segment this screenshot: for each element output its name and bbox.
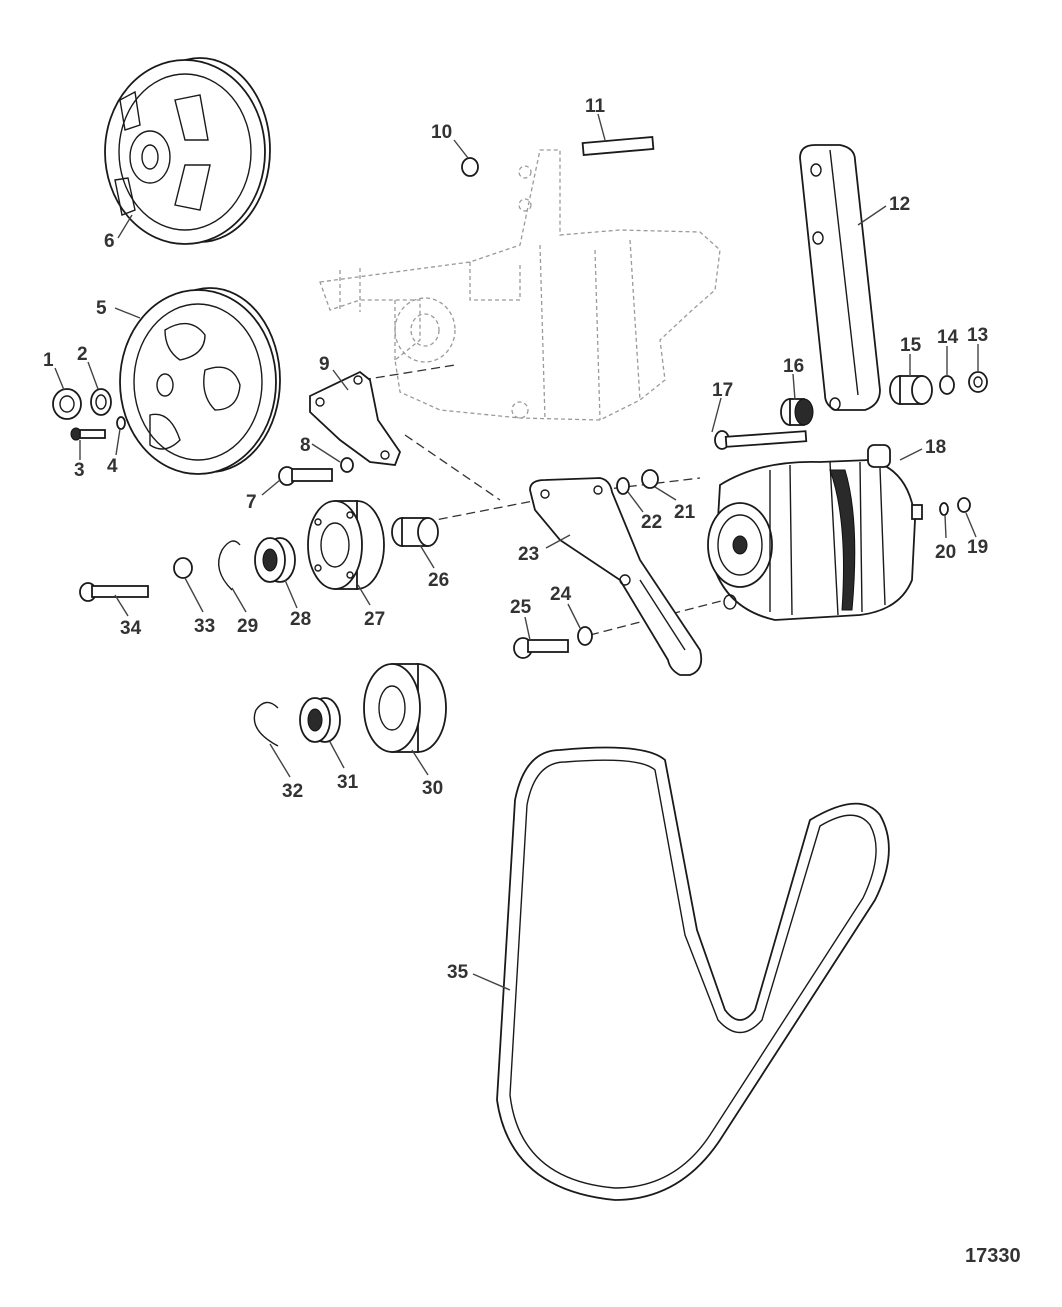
washer-2	[90, 388, 112, 416]
bolt-34	[79, 582, 149, 602]
callout-5: 5	[96, 298, 107, 319]
snap-ring-32	[253, 701, 279, 747]
callout-2: 2	[77, 344, 88, 365]
callout-1: 1	[43, 350, 54, 371]
spacer-15	[889, 375, 933, 405]
callout-3: 3	[74, 460, 85, 481]
washer-14	[939, 375, 955, 395]
belt-35	[496, 746, 890, 1201]
screw-3	[70, 427, 106, 441]
callout-26: 26	[428, 570, 449, 591]
callout-33: 33	[194, 616, 215, 637]
bearing-28	[254, 537, 296, 583]
callout-4: 4	[107, 456, 118, 477]
pulley-6	[104, 57, 271, 245]
spacer-26	[391, 517, 439, 547]
callout-29: 29	[237, 616, 258, 637]
figure-number: 17330	[965, 1245, 1021, 1267]
callout-22: 22	[641, 512, 662, 533]
ghost-pump-housing	[319, 149, 721, 421]
callout-21: 21	[674, 502, 696, 523]
washer-20	[939, 502, 949, 516]
washer-8	[340, 457, 354, 473]
nut-13	[968, 371, 988, 393]
idler-pulley-30	[363, 663, 447, 753]
callout-30: 30	[422, 778, 443, 799]
callout-10: 10	[431, 122, 452, 143]
callout-9: 9	[319, 354, 330, 375]
callout-25: 25	[510, 597, 532, 618]
callout-28: 28	[290, 609, 311, 630]
callout-6: 6	[104, 231, 115, 252]
strap-12	[799, 144, 881, 411]
callout-34: 34	[120, 618, 142, 639]
callout-13: 13	[967, 325, 988, 346]
bracket-23	[529, 477, 703, 676]
callout-35: 35	[447, 962, 469, 983]
callout-labels: 1 2 3 4 5 6 7 8 9 10 11 12 13 14 15 16 1…	[43, 96, 988, 983]
callout-31: 31	[337, 772, 359, 793]
callout-32: 32	[282, 781, 303, 802]
callout-17: 17	[712, 380, 733, 401]
callout-12: 12	[889, 194, 910, 215]
callout-14: 14	[937, 327, 959, 348]
bolt-17	[714, 430, 808, 450]
washer-24	[577, 626, 593, 646]
pulley-5	[119, 287, 281, 475]
callout-20: 20	[935, 542, 956, 563]
bolt-7	[278, 466, 333, 486]
nut-21	[641, 469, 659, 489]
callout-24: 24	[550, 584, 572, 605]
idler-pulley-27	[307, 500, 385, 590]
bearing-31	[299, 697, 341, 743]
nut-19	[957, 497, 971, 513]
callout-16: 16	[783, 356, 804, 377]
callout-27: 27	[364, 609, 385, 630]
alternator-18	[707, 444, 923, 621]
nut-1	[52, 388, 82, 420]
bolt-25	[513, 637, 569, 659]
stud-11	[581, 135, 655, 157]
callout-23: 23	[518, 544, 539, 565]
callout-15: 15	[900, 335, 922, 356]
callout-8: 8	[300, 435, 311, 456]
callout-18: 18	[925, 437, 946, 458]
snap-ring-29	[218, 540, 241, 591]
spacer-16	[780, 398, 814, 426]
washer-22	[616, 477, 630, 495]
leader-lines	[54, 113, 979, 991]
washer-33	[173, 557, 193, 579]
bracket-9	[309, 370, 402, 466]
callout-19: 19	[967, 537, 988, 558]
washer-4	[116, 416, 126, 430]
nut-10	[461, 157, 479, 177]
callout-11: 11	[585, 96, 606, 117]
callout-7: 7	[246, 492, 257, 513]
